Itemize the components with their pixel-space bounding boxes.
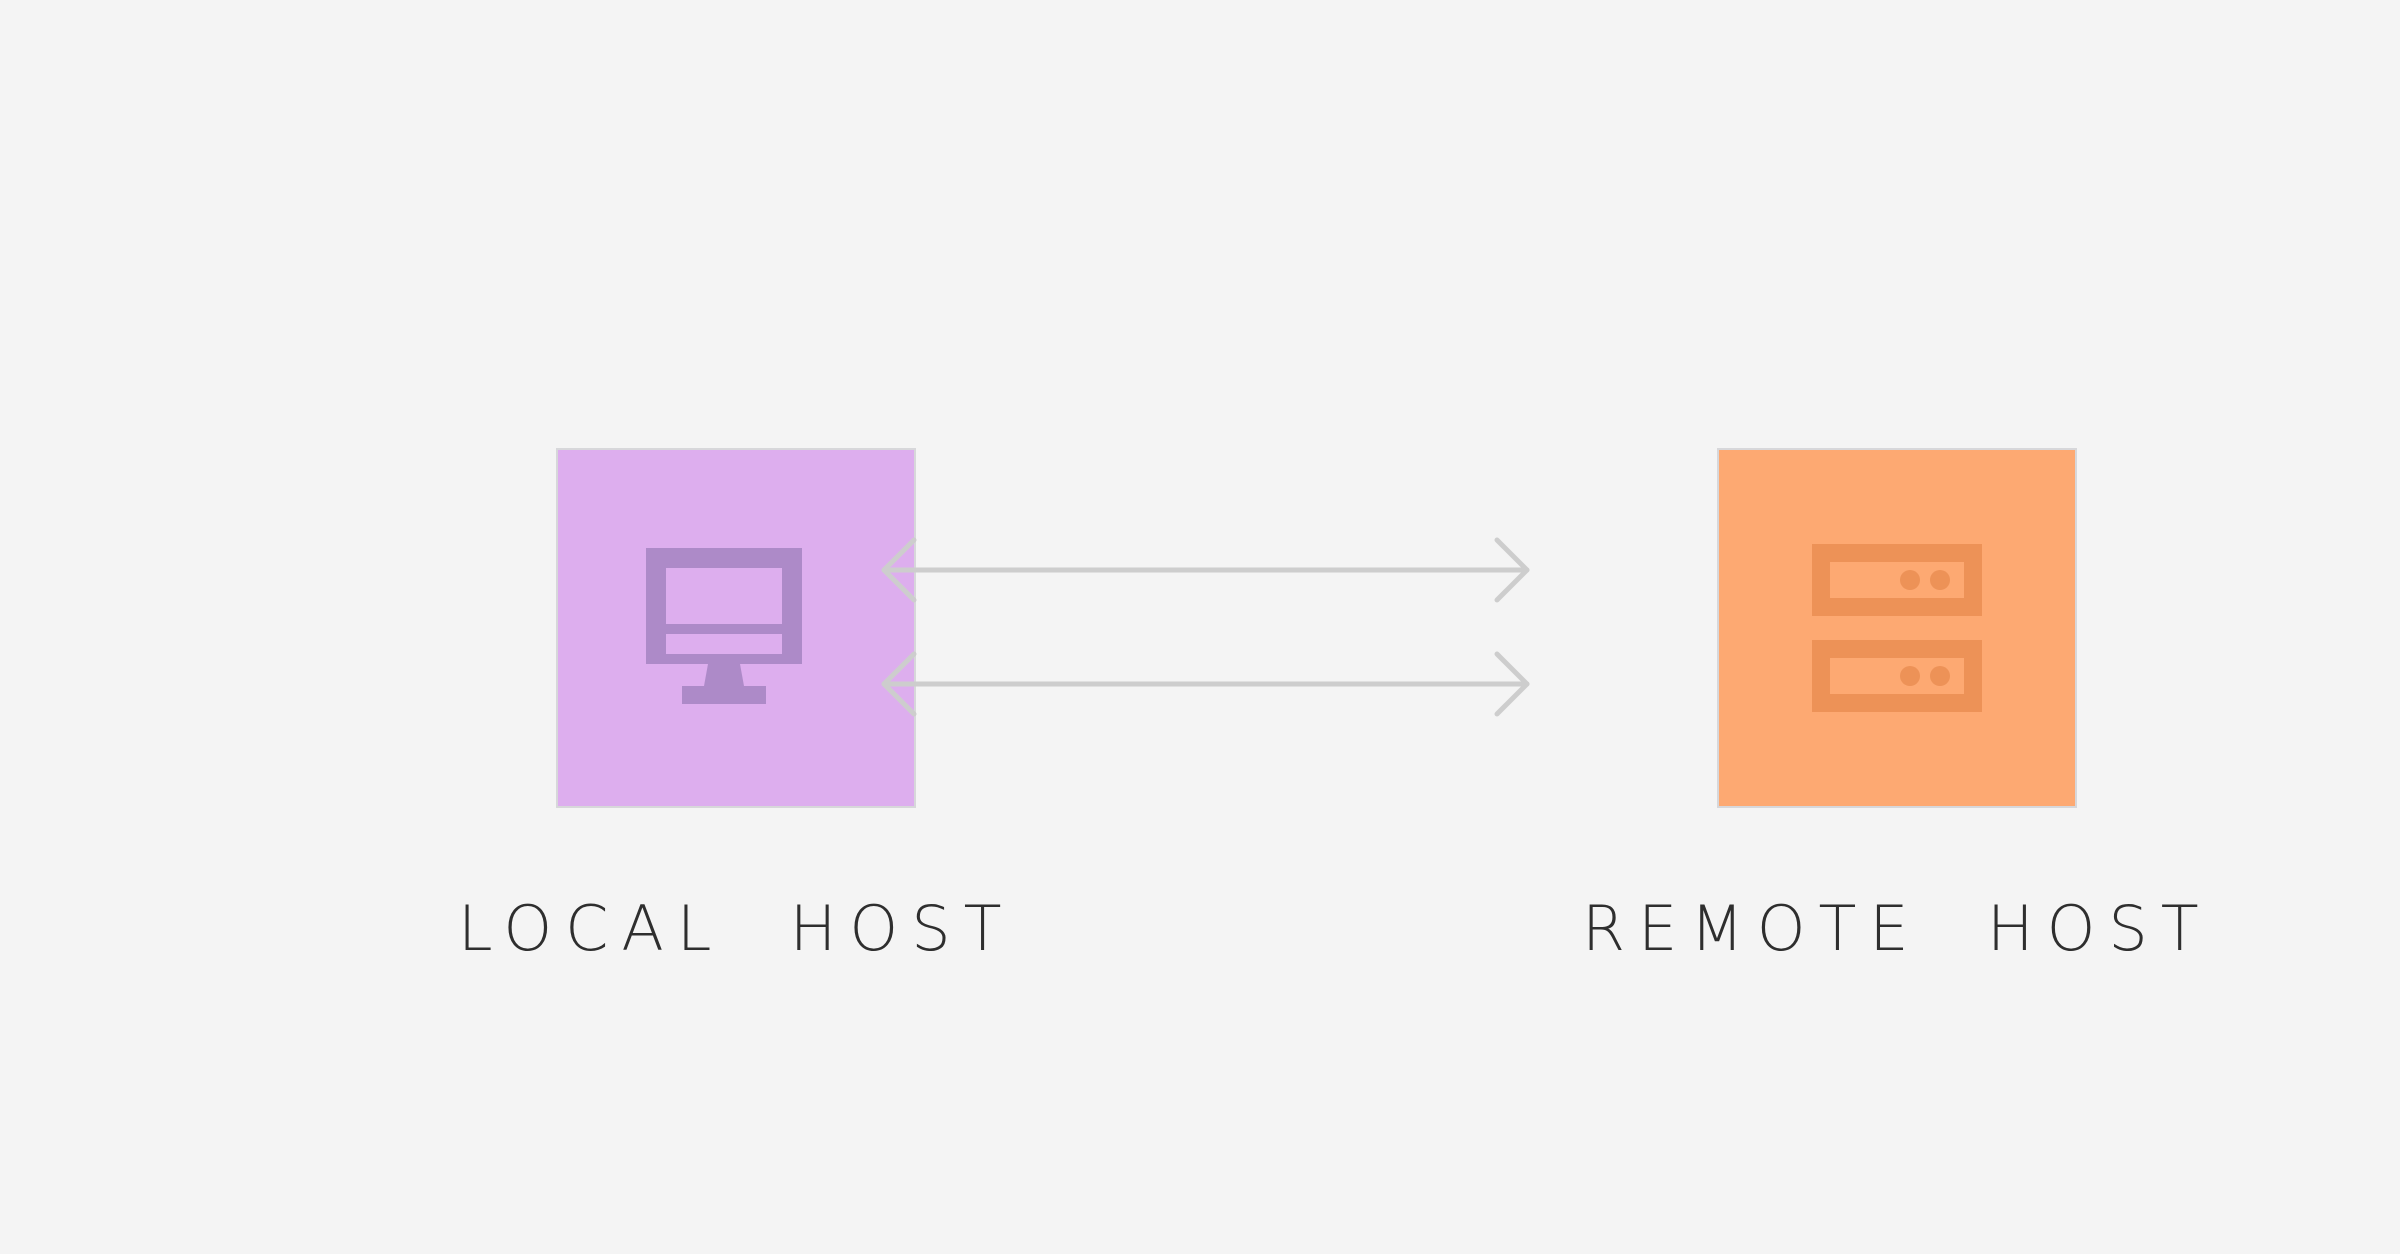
remote-host-tile[interactable] [1716,448,2077,808]
node-remote-host[interactable]: REMOTE HOST [1582,448,2212,960]
remote-host-label: REMOTE HOST [1582,892,2212,965]
local-host-label: LOCAL HOST [458,892,1015,965]
local-host-tile[interactable] [556,448,917,808]
server-icon [1811,544,1982,712]
monitor-icon [646,548,826,708]
node-local-host[interactable]: LOCAL HOST [458,448,1014,960]
